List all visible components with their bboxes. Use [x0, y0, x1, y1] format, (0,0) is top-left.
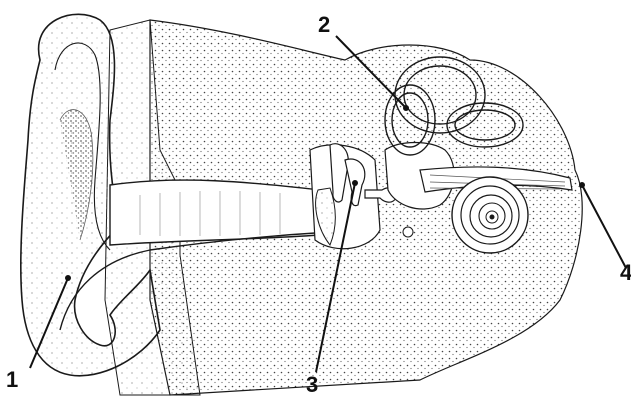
label-4: 4: [620, 262, 631, 284]
cochlea: [452, 177, 528, 253]
round-window: [403, 227, 413, 237]
label-3: 3: [306, 374, 318, 396]
label-2: 2: [318, 14, 330, 36]
label-1: 1: [6, 369, 18, 391]
leader-line-4: [582, 185, 626, 268]
